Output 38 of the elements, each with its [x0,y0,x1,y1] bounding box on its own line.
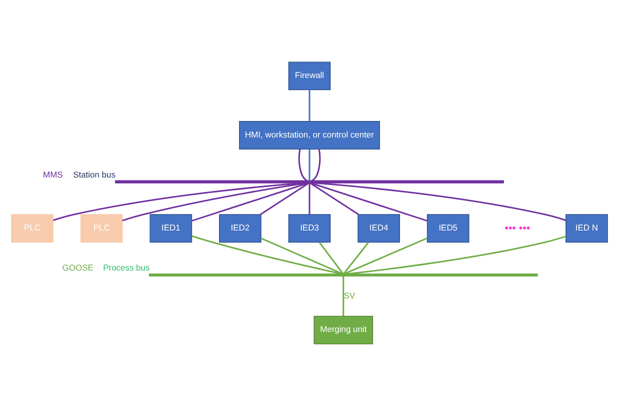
connector [192,235,342,275]
node-label: GOOSE [62,262,94,273]
connector [260,182,310,216]
node-box: PLC [11,214,54,243]
node-bar [148,273,538,277]
connector [53,182,304,222]
node-box: HMI, workstation, or control center [239,121,380,150]
node-label: MMS [43,169,63,180]
connector [343,242,369,274]
node-box: IED5 [426,214,470,243]
connector [122,182,307,222]
connector [311,149,321,182]
node-box: PLC [80,214,123,243]
connector [318,242,344,274]
node-box: IED4 [358,214,400,243]
node-label: Process bus [103,262,150,273]
node-label: Station bus [73,169,116,180]
node-box: IED2 [219,214,262,243]
connector [260,238,343,275]
connector [347,236,566,275]
node-box: IED N [566,214,608,243]
edge-label: SV [344,290,356,300]
connector [192,182,309,222]
connector [310,182,359,216]
connector [308,183,310,214]
node-box: IED1 [150,214,192,243]
connector [308,90,310,122]
node-box: IED3 [288,214,331,243]
connector [298,149,308,182]
node-box: Merging unit [314,316,374,344]
connector [310,182,428,222]
node-box: Firewall [288,62,331,90]
connector [344,237,428,275]
label: ••• ••• [504,222,530,234]
connector [308,149,310,181]
connector [314,182,566,222]
connector [342,276,344,316]
node-bar [115,180,504,184]
